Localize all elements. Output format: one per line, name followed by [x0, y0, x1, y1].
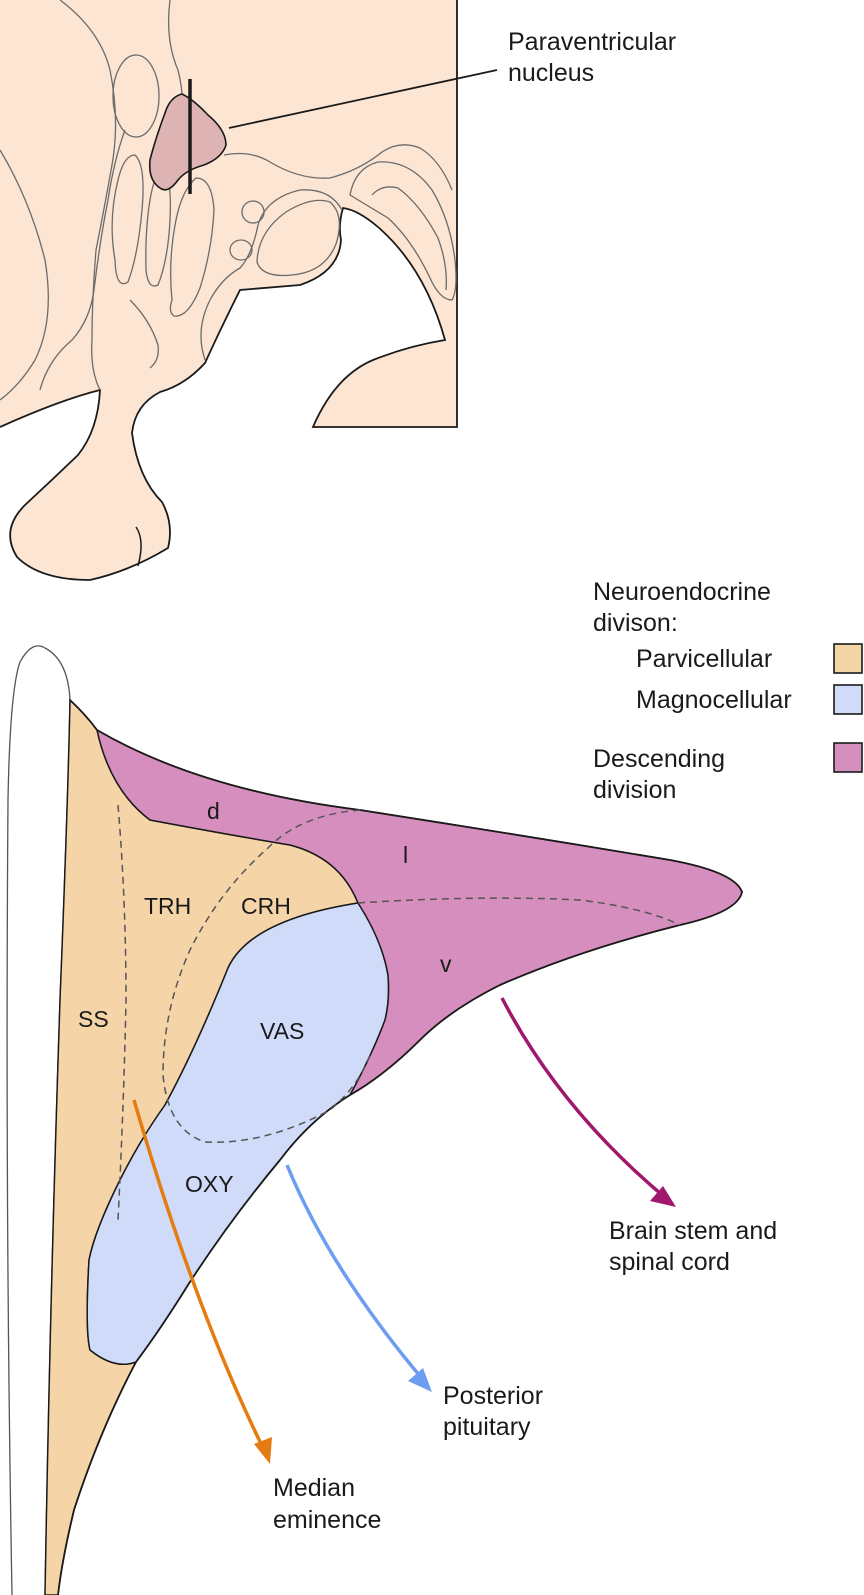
median-arrowhead — [254, 1437, 272, 1464]
pvn-callout-line-2: nucleus — [508, 59, 594, 87]
region-crh-label: CRH — [241, 893, 291, 919]
fornix-small-2 — [229, 239, 253, 261]
region-ss-label: SS — [78, 1006, 109, 1032]
pvn-detail: d l v TRH CRH SS VAS OXY — [6, 645, 743, 1595]
left-cortex-line — [0, 149, 49, 401]
brainstem-arrow — [500, 997, 670, 1202]
pvn-callout-line-1: Paraventricular — [508, 28, 676, 56]
fornix-small-1 — [241, 200, 265, 224]
legend: Neuroendocrine divison: Parvicellular Ma… — [593, 578, 863, 804]
mammillary-oval — [256, 199, 341, 277]
region-trh-label: TRH — [144, 893, 191, 919]
brainstem-arrowhead — [650, 1186, 676, 1207]
legend-descending-label-1: Descending — [593, 745, 725, 773]
inner-hypothalamic-contour — [200, 189, 343, 361]
legend-descending-swatch — [833, 742, 863, 773]
dashed-l-v-boundary — [357, 897, 681, 926]
posterior-arrow — [285, 1164, 427, 1384]
legend-parvicellular-label: Parvicellular — [636, 645, 772, 673]
legend-magnocellular-label: Magnocellular — [636, 686, 792, 714]
ventricle-left-wall — [59, 0, 117, 391]
upper-oval — [112, 54, 160, 138]
column-1 — [111, 154, 144, 285]
dashed-ss-boundary — [117, 804, 127, 1221]
region-l-label: l — [403, 842, 408, 868]
region-v-label: v — [440, 951, 452, 977]
posterior-label-2: pituitary — [443, 1413, 531, 1441]
median-label-1: Median — [273, 1474, 355, 1502]
region-vas-label: VAS — [260, 1018, 304, 1044]
pvn-callout-line — [228, 69, 498, 129]
region-oxy-label: OXY — [185, 1171, 234, 1197]
median-label-2: eminence — [273, 1506, 381, 1534]
optic-tract-inner — [371, 186, 447, 291]
region-d-label: d — [207, 798, 220, 824]
legend-descending-label-2: division — [593, 776, 676, 804]
section-bottom-lobe-fold — [135, 526, 142, 567]
legend-parvicellular-swatch — [833, 643, 863, 674]
section-outline — [0, 0, 458, 581]
optic-tract-outer — [349, 161, 457, 301]
posterior-label-1: Posterior — [443, 1382, 543, 1410]
column-3 — [169, 177, 215, 317]
inner-left-contour — [39, 129, 126, 391]
brainstem-label-1: Brain stem and — [609, 1217, 777, 1245]
median-arrow — [132, 1099, 267, 1453]
brain-section — [0, 0, 498, 581]
central-band — [223, 144, 453, 191]
legend-heading-1: Neuroendocrine — [593, 578, 771, 606]
section-tissue — [0, 0, 457, 580]
brainstem-label-2: spinal cord — [609, 1248, 730, 1276]
legend-magnocellular-swatch — [833, 684, 863, 715]
lower-fold — [129, 299, 159, 369]
pvn-outer-contour — [57, 699, 743, 1595]
dashed-trh-crh-loop — [162, 809, 373, 1143]
posterior-arrowhead — [408, 1368, 432, 1392]
legend-heading-2: divison: — [593, 609, 678, 637]
